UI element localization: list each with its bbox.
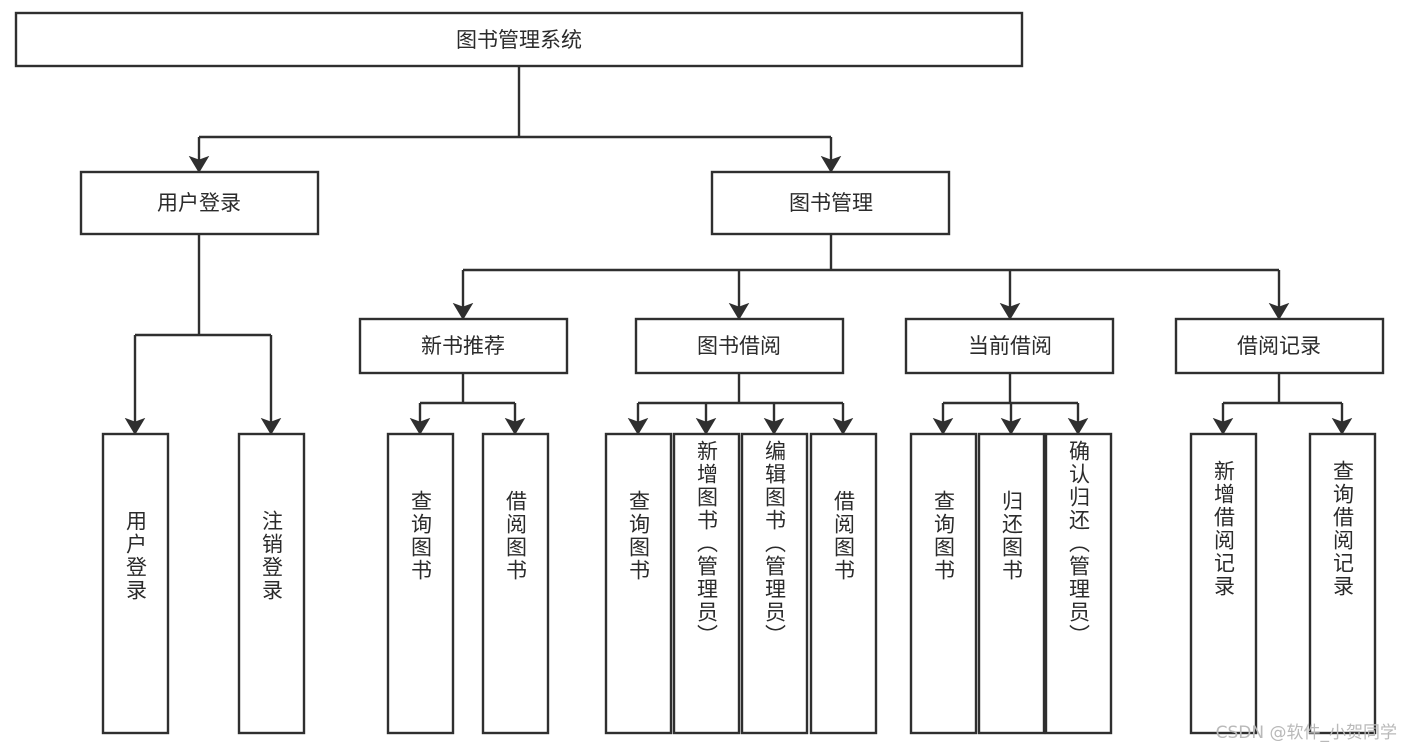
leaf-box-book-borrow-0[interactable] — [604, 432, 673, 735]
node-new-book-recommend[interactable]: 新书推荐 — [358, 317, 569, 375]
node-current-borrow[interactable]: 当前借阅 — [904, 317, 1115, 375]
leaf-box-current-borrow-2[interactable] — [1044, 432, 1113, 735]
edges-layer — [124, 66, 1353, 436]
leaf-box-current-borrow-1[interactable] — [977, 432, 1046, 735]
leaf-box-book-borrow-1[interactable] — [672, 432, 741, 735]
leaf-box-new-book-1[interactable] — [481, 432, 550, 735]
leaf-box-new-book-0[interactable] — [386, 432, 455, 735]
leaf-box-book-borrow-2[interactable] — [740, 432, 809, 735]
node-current-borrow-label: 当前借阅 — [968, 334, 1052, 358]
node-book-borrow-label: 图书借阅 — [697, 334, 781, 358]
leaf-box-borrow-record-0[interactable] — [1189, 432, 1258, 735]
node-borrow-record[interactable]: 借阅记录 — [1174, 317, 1385, 375]
leaf-box-user-login-1[interactable] — [237, 432, 306, 735]
node-book-manage-label: 图书管理 — [789, 191, 873, 215]
node-book-manage[interactable]: 图书管理 — [710, 170, 951, 236]
nodes-layer: 图书管理系统 用户登录 图书管理 新书推荐 图书借阅 当前 — [14, 11, 1385, 735]
node-new-book-recommend-label: 新书推荐 — [421, 334, 505, 358]
node-book-borrow[interactable]: 图书借阅 — [634, 317, 845, 375]
node-user-login-label: 用户登录 — [157, 191, 241, 215]
leaf-box-current-borrow-0[interactable] — [909, 432, 978, 735]
leaf-box-user-login-0[interactable] — [101, 432, 170, 735]
leaf-box-borrow-record-1[interactable] — [1308, 432, 1377, 735]
node-borrow-record-label: 借阅记录 — [1237, 334, 1321, 358]
leaf-box-book-borrow-3[interactable] — [809, 432, 878, 735]
node-root[interactable]: 图书管理系统 — [14, 11, 1024, 68]
node-root-label: 图书管理系统 — [456, 28, 582, 52]
node-user-login[interactable]: 用户登录 — [79, 170, 320, 236]
